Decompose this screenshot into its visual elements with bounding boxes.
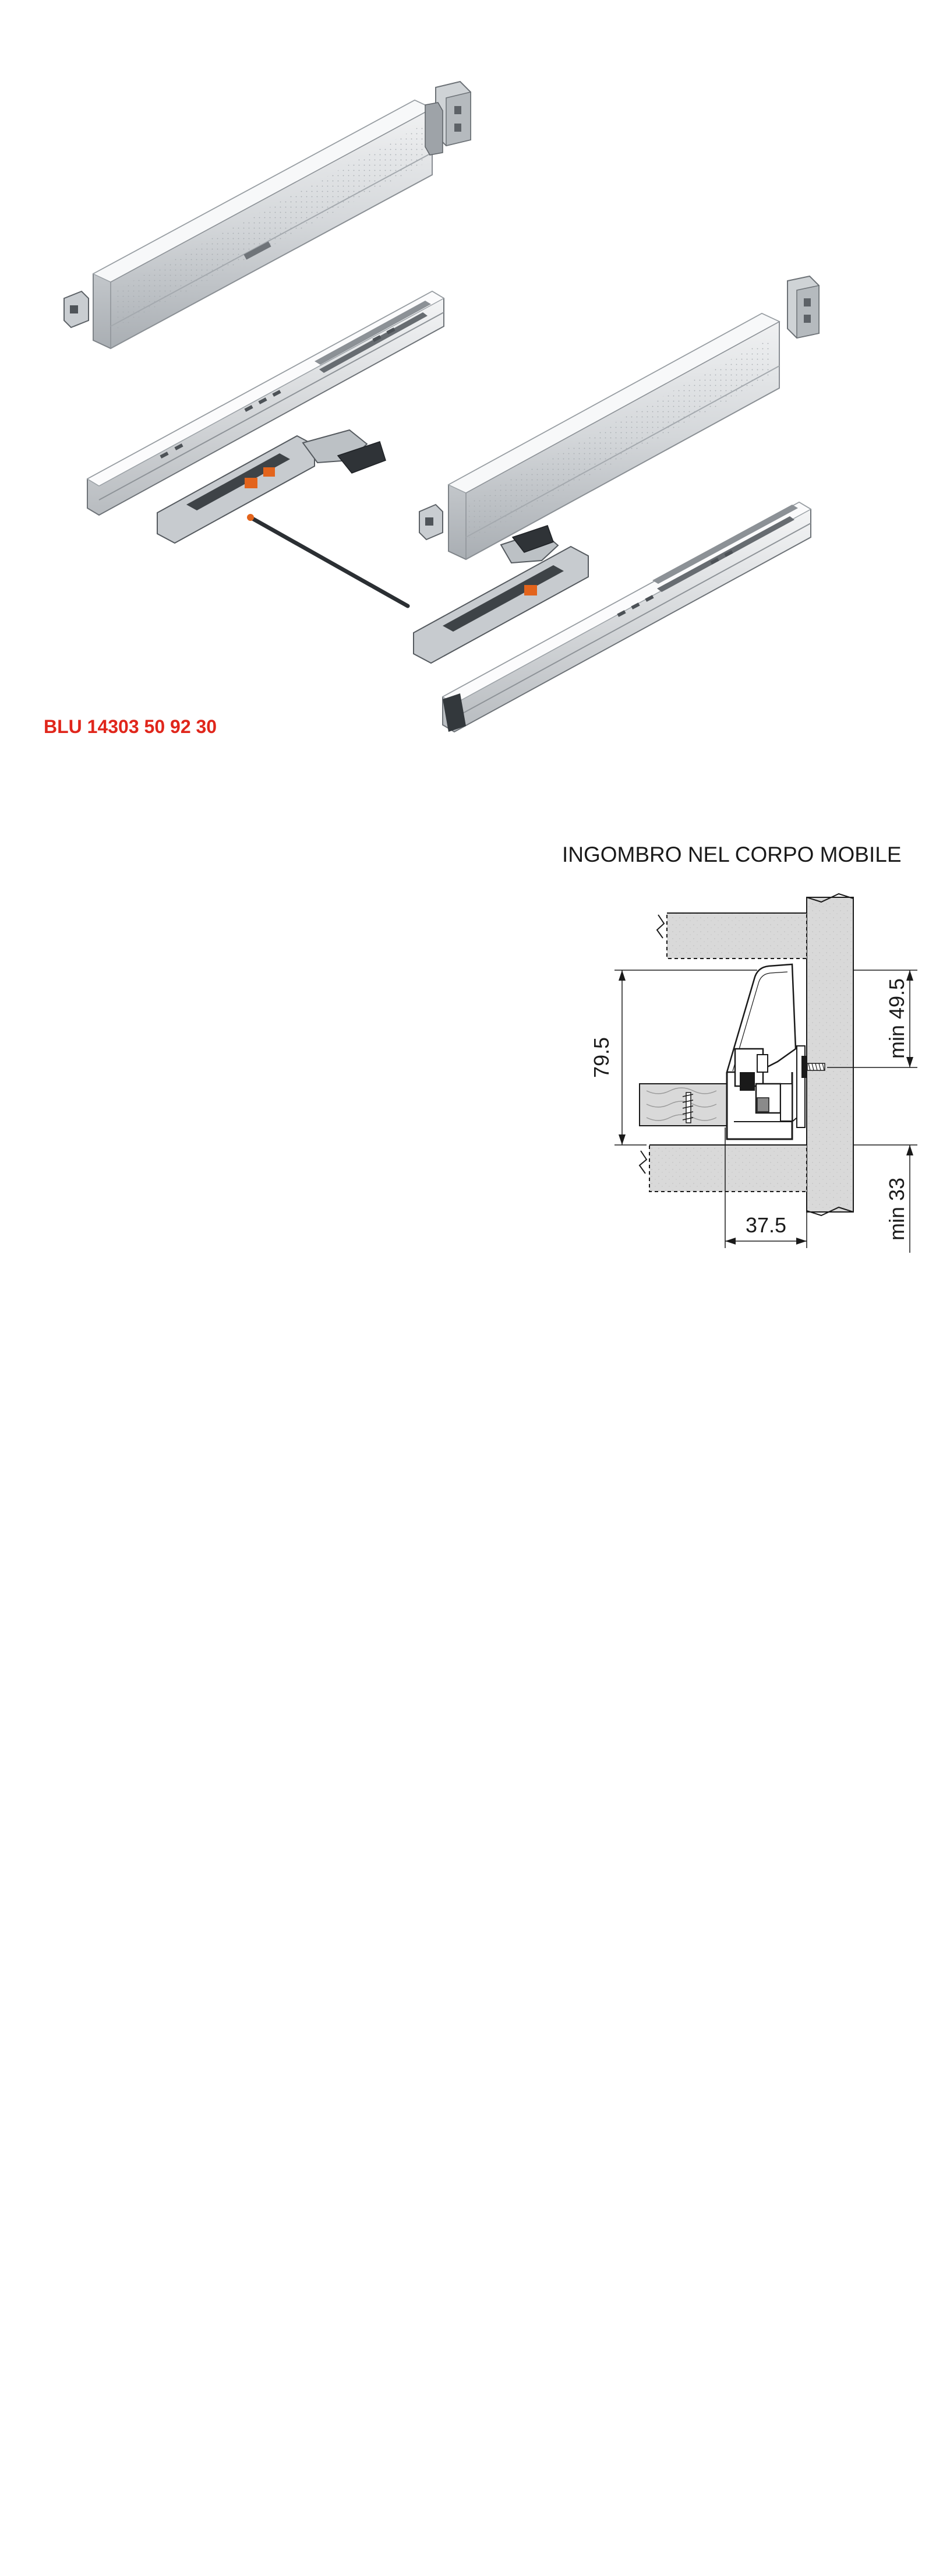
drawer-bottom-board: [639, 1083, 727, 1126]
dimension-height-79-5: 79.5: [589, 1037, 613, 1078]
product-code: BLU 14303 50 92 30: [44, 716, 217, 737]
dimension-37-5: 37.5: [746, 1213, 786, 1237]
right-runner: [442, 501, 812, 733]
rear-bracket-left: [425, 80, 471, 156]
dimension-min-49-5: min 49.5: [885, 978, 909, 1059]
left-synchronisation-unit: [157, 429, 386, 544]
drawer-side-profile: [726, 963, 797, 1073]
synchronisation-rod: [247, 514, 410, 608]
right-synchronisation-unit: [413, 525, 589, 664]
front-fixing-clip-right: [419, 503, 443, 541]
upper-drawer-panel: [666, 912, 807, 959]
wall-screw: [801, 1056, 825, 1078]
dimension-min-33: min 33: [885, 1178, 909, 1241]
dimension-arrows: [619, 970, 913, 1245]
cabinet-side-wall: [806, 897, 854, 1213]
drawer-screw: [682, 1092, 694, 1123]
product-illustration: [63, 80, 820, 733]
rear-bracket-right: [787, 275, 820, 339]
cabinet-section-diagram: 79.5 min 49.5 min 33 37.5: [589, 893, 917, 1253]
left-drawer-side-panel: [92, 99, 433, 350]
front-fixing-clip-left: [63, 290, 89, 329]
runner-profile-section: [726, 1045, 807, 1140]
section-title: INGOMBRO NEL CORPO MOBILE: [562, 843, 902, 866]
dimension-lines: [614, 970, 917, 1253]
left-runner: [86, 290, 445, 516]
right-drawer-side-panel: [447, 312, 780, 561]
lower-drawer-panel: [649, 1144, 807, 1192]
